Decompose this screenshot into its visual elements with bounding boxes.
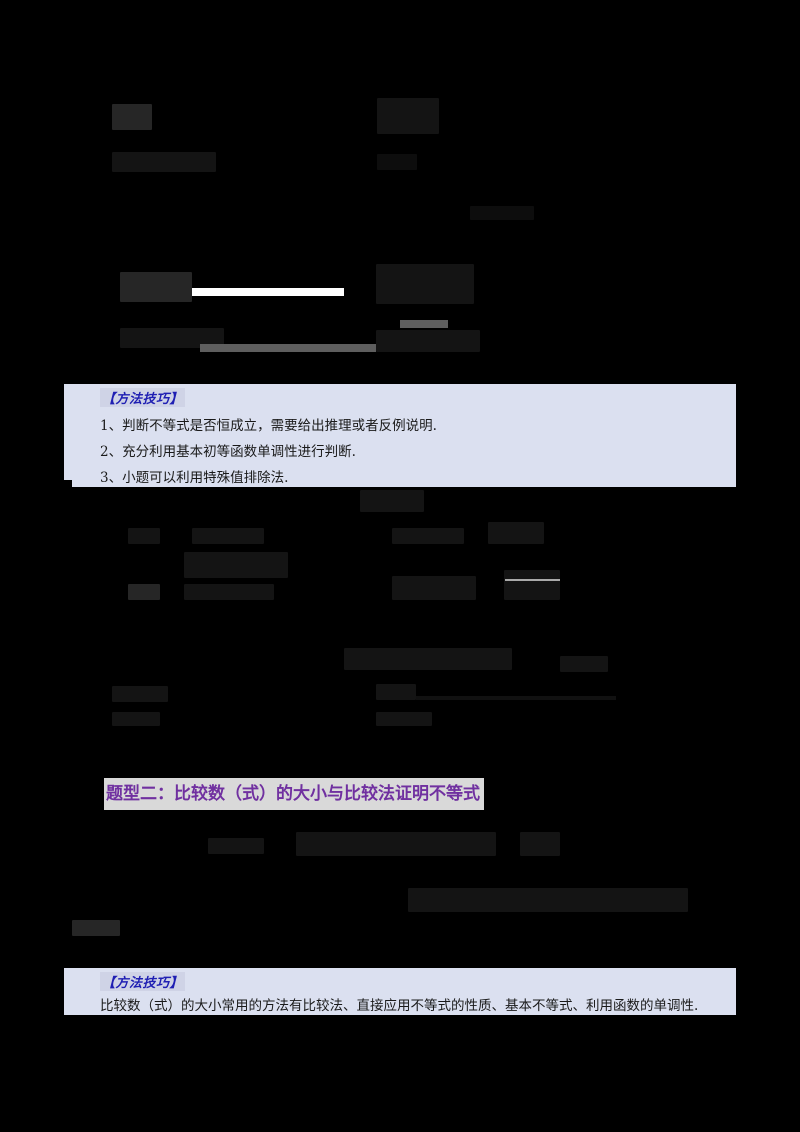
formula-fragment: [377, 154, 417, 170]
formula-fragment: [560, 656, 608, 672]
formula-fragment: [392, 528, 464, 544]
method-tip-line: 比较数（式）的大小常用的方法有比较法、直接应用不等式的性质、基本不等式、利用函数…: [100, 998, 699, 1014]
formula-fragment: [120, 328, 224, 348]
formula-fragment: [376, 330, 480, 352]
formula-fragment: [208, 838, 264, 854]
formula-fragment: [296, 832, 496, 856]
method-tips-box: 【方法技巧】 比较数（式）的大小常用的方法有比较法、直接应用不等式的性质、基本不…: [64, 968, 736, 1015]
formula-fragment: [360, 490, 424, 512]
formula-fragment: [112, 104, 152, 130]
formula-fragment: [192, 528, 264, 544]
formula-fragment: [72, 920, 120, 936]
formula-fragment: [376, 684, 416, 700]
fraction-bar: [505, 579, 560, 581]
box-corner-notch: [64, 480, 72, 488]
method-tip-line: 3、小题可以利用特殊值排除法.: [100, 470, 289, 486]
method-tips-title: 【方法技巧】: [100, 972, 186, 991]
formula-fragment: [376, 712, 432, 726]
formula-fragment: [377, 98, 439, 134]
formula-fragment: [504, 570, 560, 600]
formula-fragment: [408, 888, 688, 912]
formula-fragment: [128, 584, 160, 600]
formula-fragment: [120, 272, 192, 302]
underline-bar: [200, 344, 376, 352]
formula-fragment: [112, 152, 216, 172]
section-heading: 题型二：比较数（式）的大小与比较法证明不等式: [104, 778, 484, 810]
formula-fragment: [344, 648, 512, 670]
formula-fragment: [470, 206, 534, 220]
underline-bar: [416, 696, 616, 700]
formula-fragment: [184, 552, 288, 578]
formula-fragment: [488, 522, 544, 544]
formula-fragment: [520, 832, 560, 856]
formula-fragment: [184, 584, 274, 600]
blank-line-bar: [192, 288, 344, 296]
formula-fragment: [376, 264, 474, 304]
method-tips-box: 【方法技巧】 1、判断不等式是否恒成立，需要给出推理或者反例说明. 2、充分利用…: [64, 384, 736, 487]
method-tips-title: 【方法技巧】: [100, 388, 186, 407]
formula-fragment: [392, 576, 476, 600]
method-tip-line: 2、充分利用基本初等函数单调性进行判断.: [100, 444, 356, 460]
formula-fragment: [112, 712, 160, 726]
formula-fragment: [112, 686, 168, 702]
method-tip-line: 1、判断不等式是否恒成立，需要给出推理或者反例说明.: [100, 418, 437, 434]
formula-fragment: [128, 528, 160, 544]
underline-bar: [400, 320, 448, 328]
